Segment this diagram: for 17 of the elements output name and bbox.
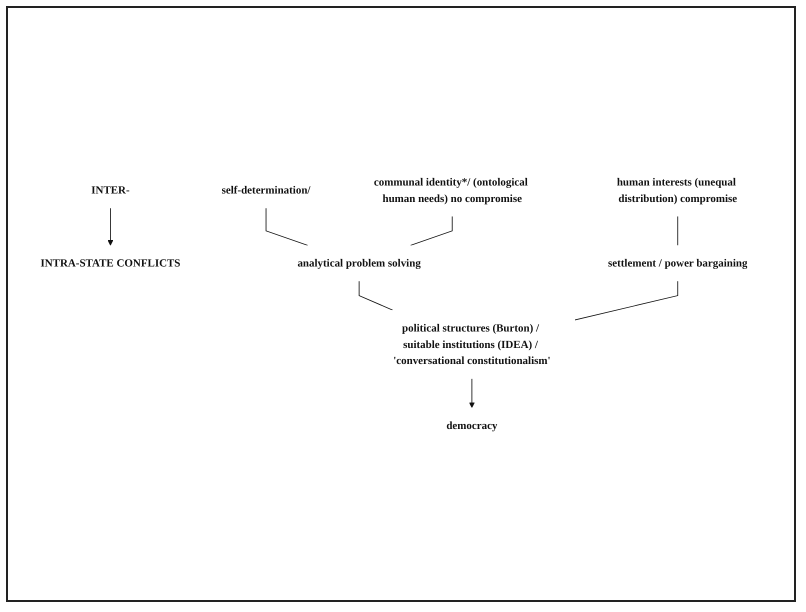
connector (677, 216, 678, 246)
node-text: democracy (446, 419, 498, 432)
connector (358, 280, 394, 311)
node-text: settlement / power bargaining (608, 257, 748, 270)
node-text: INTRA-STATE CONFLICTS (40, 257, 180, 270)
node-text: self-determination/ (222, 184, 310, 196)
connector (410, 216, 453, 246)
arrow (108, 208, 114, 246)
node-text: analytical problem solving (297, 257, 421, 270)
node-text: political structures (Burton) / suitable institutions (IDEA) / 'conversational constitutionalism' (393, 322, 551, 367)
arrow (469, 378, 475, 408)
node-text: INTER- (91, 184, 130, 196)
flowchart: INTER- INTRA-STATE CONFLICTS self-determination/ communal identity*/ (ontological human needs) no compromise human interests (unequal distribution) compromise analytical problem solving settlement / power bargaining political structures (Burton) / suitable institutions (IDEA) / 'conversational constitutionalism' democracy (16, 159, 786, 449)
node-text: human interests (unequal distribution) compromise (616, 176, 738, 205)
node-text: communal identity*/ (ontological human needs) no compromise (374, 176, 528, 205)
connector (574, 280, 678, 321)
connector (266, 208, 308, 246)
